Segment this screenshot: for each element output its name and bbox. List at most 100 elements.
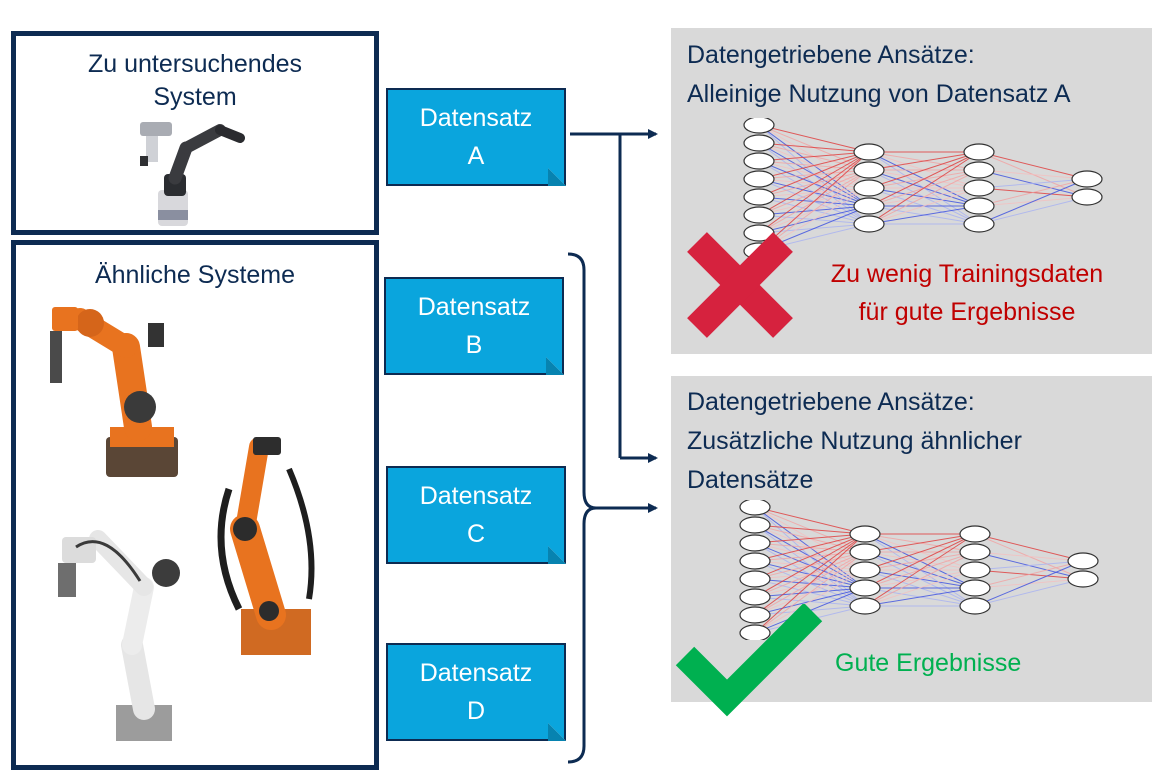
dataset-b-word: Datensatz	[417, 293, 531, 321]
nn-connection	[868, 187, 980, 225]
dataset-b[interactable]: Datensatz B	[384, 277, 564, 375]
panel-top-heading: Datengetriebene Ansätze: Alleinige Nutzu…	[687, 36, 1071, 114]
checkmark-icon	[675, 604, 823, 717]
dataset-c[interactable]: Datensatz C	[386, 466, 566, 564]
nn-connection	[758, 151, 870, 180]
nn-node	[853, 215, 885, 233]
similar-title: Ähnliche Systeme	[94, 261, 296, 289]
neural-network-diagram-top	[743, 118, 1103, 258]
nn-node	[743, 118, 775, 134]
nn-node	[849, 543, 881, 561]
fail-message-line2: für gute Ergebnisse	[858, 298, 1076, 326]
nn-connection	[754, 533, 866, 634]
nn-node	[739, 570, 771, 588]
nn-connection	[754, 533, 866, 562]
nn-connection	[978, 151, 1088, 180]
nn-connection	[754, 569, 866, 634]
nn-node	[743, 134, 775, 152]
nn-node	[739, 500, 771, 516]
nn-connection	[864, 569, 976, 607]
nn-connection	[974, 551, 1084, 562]
fail-message: Zu wenig Trainingsdaten für gute Ergebni…	[807, 255, 1127, 331]
nn-node	[853, 179, 885, 197]
nn-connection	[864, 551, 976, 607]
nn-node	[963, 197, 995, 215]
nn-connection	[978, 178, 1088, 207]
dataset-brace	[567, 252, 597, 764]
nn-node	[963, 179, 995, 197]
nn-connection	[754, 533, 866, 616]
nn-node	[1071, 170, 1103, 188]
nn-node	[1071, 188, 1103, 206]
nn-connection	[974, 560, 1084, 571]
nn-connection	[754, 551, 866, 634]
nn-connection	[974, 560, 1084, 589]
nn-node	[853, 143, 885, 161]
dataset-c-word: Datensatz	[419, 482, 533, 510]
nn-connection	[758, 142, 870, 153]
nn-connection	[868, 151, 980, 207]
nn-connection	[754, 506, 866, 535]
nn-connection	[868, 151, 980, 225]
nn-connection	[758, 151, 870, 162]
fail-message-line1: Zu wenig Trainingsdaten	[830, 260, 1104, 288]
nn-connection	[758, 151, 870, 216]
nn-connection	[974, 560, 1084, 607]
nn-connection	[974, 578, 1084, 607]
nn-node	[743, 170, 775, 188]
panel-bottom-line1: Datengetriebene Ansätze:	[687, 388, 975, 416]
system-title-line2: System	[153, 83, 237, 111]
nn-connection	[754, 533, 866, 580]
nn-node	[1067, 570, 1099, 588]
panel-single-dataset: Datengetriebene Ansätze: Alleinige Nutzu…	[671, 28, 1152, 354]
nn-connection	[758, 124, 870, 153]
dataset-b-letter: B	[465, 331, 483, 359]
nn-connection	[864, 533, 976, 607]
panel-bottom-line3: Datensätze	[687, 466, 814, 494]
nn-connection	[758, 151, 870, 252]
nn-node	[959, 543, 991, 561]
dataset-d[interactable]: Datensatz D	[386, 643, 566, 741]
similar-systems-frame: Ähnliche Systeme	[11, 240, 379, 770]
nn-connection	[864, 533, 976, 553]
nn-node	[853, 161, 885, 179]
nn-node	[739, 588, 771, 606]
dataset-a-word: Datensatz	[419, 104, 533, 132]
panel-top-line2: Alleinige Nutzung von Datensatz A	[687, 80, 1071, 108]
connector-a-to-panels	[570, 129, 658, 463]
nn-connection	[978, 169, 1088, 180]
nn-connection	[754, 533, 866, 598]
nn-node	[849, 597, 881, 615]
nn-node	[739, 606, 771, 624]
panel-bottom-heading: Datengetriebene Ansätze: Zusätzliche Nut…	[687, 383, 1022, 500]
nn-node	[743, 224, 775, 242]
nn-connection	[868, 205, 980, 225]
nn-node	[849, 579, 881, 597]
nn-node	[849, 561, 881, 579]
system-title: Zu untersuchendes System	[16, 48, 374, 114]
nn-node	[963, 143, 995, 161]
nn-node	[739, 516, 771, 534]
dataset-a[interactable]: Datensatz A	[386, 88, 566, 186]
nn-node	[959, 525, 991, 543]
system-title-line1: Zu untersuchendes	[87, 50, 303, 78]
nn-connection	[978, 178, 1088, 189]
nn-node	[853, 197, 885, 215]
nn-connection	[868, 151, 980, 189]
nn-connection	[754, 533, 866, 544]
nn-node	[739, 624, 771, 640]
nn-node	[849, 525, 881, 543]
nn-connection	[864, 533, 976, 589]
system-frame: Zu untersuchendes System	[11, 31, 379, 235]
neural-network-diagram-bottom	[739, 500, 1099, 640]
dataset-d-letter: D	[466, 697, 486, 725]
collaborative-robot-image	[58, 530, 180, 741]
panel-similar-datasets: Datengetriebene Ansätze: Zusätzliche Nut…	[671, 376, 1152, 717]
nn-node	[739, 534, 771, 552]
nn-connection	[758, 151, 870, 198]
nn-connection	[978, 196, 1088, 225]
nn-connection	[974, 533, 1084, 562]
nn-node	[959, 561, 991, 579]
nn-node	[743, 188, 775, 206]
